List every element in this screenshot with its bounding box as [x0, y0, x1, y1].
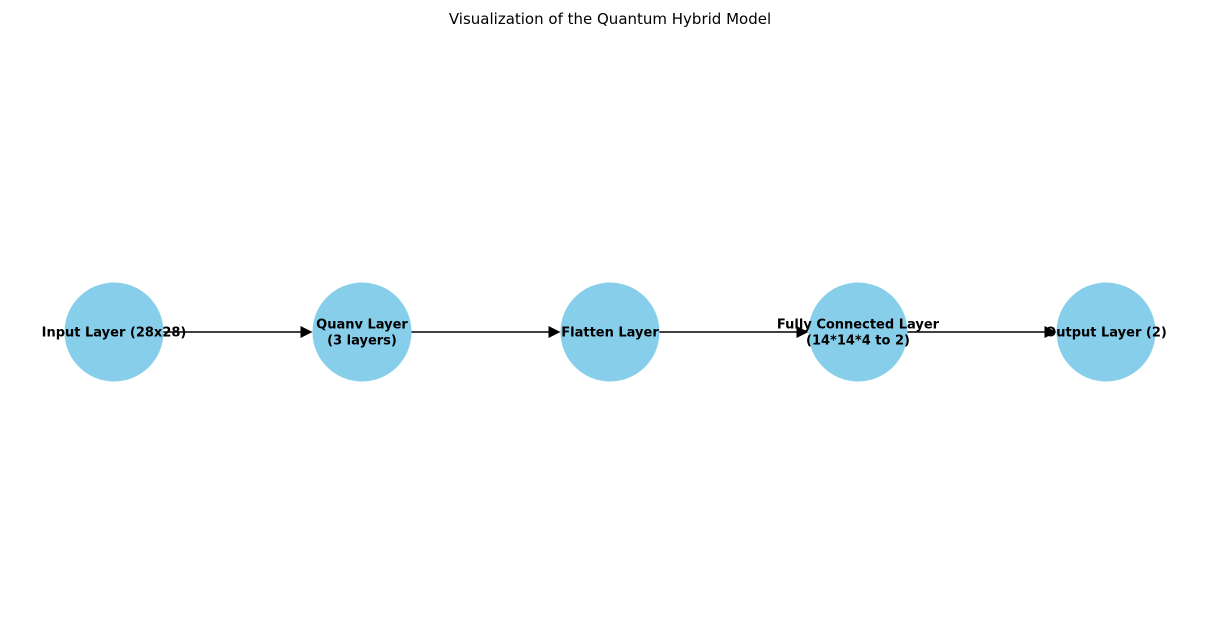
arrowhead-icon	[1044, 326, 1057, 338]
node-label-input: Input Layer (28x28)	[42, 326, 187, 341]
node-label-fc: Fully Connected Layer(14*14*4 to 2)	[777, 318, 940, 349]
node-label-line: Quanv Layer	[316, 318, 408, 333]
diagram-title: Visualization of the Quantum Hybrid Mode…	[449, 10, 771, 28]
nodes-layer	[64, 282, 1156, 382]
arrowhead-icon	[300, 326, 313, 338]
node-flatten	[560, 282, 660, 382]
node-label-line: (14*14*4 to 2)	[806, 334, 910, 349]
node-label-flatten: Flatten Layer	[561, 326, 659, 341]
arrowhead-icon	[796, 326, 809, 338]
node-input	[64, 282, 164, 382]
node-output	[1056, 282, 1156, 382]
node-fc	[808, 282, 908, 382]
node-label-line: Input Layer (28x28)	[42, 326, 187, 341]
node-label-line: (3 layers)	[327, 334, 397, 349]
node-label-output: Output Layer (2)	[1045, 326, 1167, 341]
arrowhead-icon	[548, 326, 561, 338]
node-label-line: Fully Connected Layer	[777, 318, 940, 333]
node-label-line: Flatten Layer	[561, 326, 659, 341]
node-quanv	[312, 282, 412, 382]
node-label-line: Output Layer (2)	[1045, 326, 1167, 341]
node-label-quanv: Quanv Layer(3 layers)	[316, 318, 408, 349]
labels-layer: Input Layer (28x28) Quanv Layer(3 layers)…	[42, 318, 1167, 349]
